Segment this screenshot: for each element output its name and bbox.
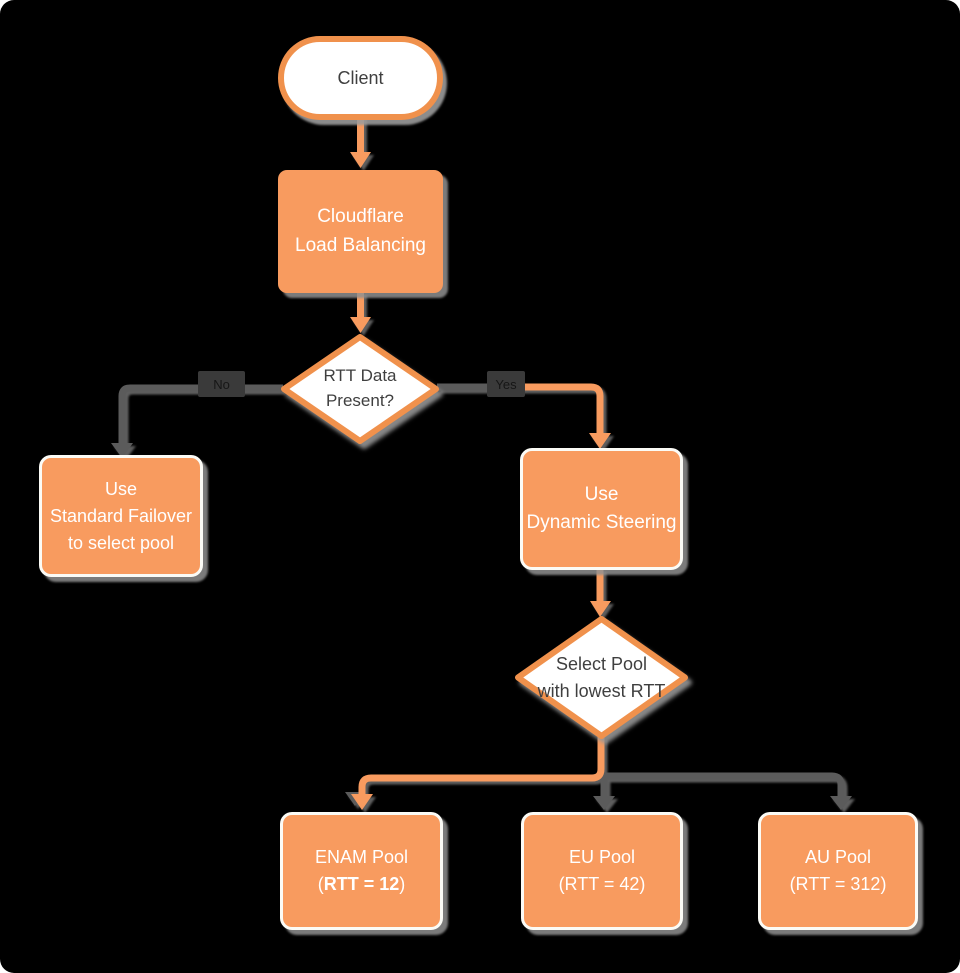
pool-decision-diamond-shape <box>515 616 688 739</box>
edge-label-yes: Yes <box>487 371 525 397</box>
edge-to-eu-pool <box>593 776 615 810</box>
node-client: Client <box>278 36 443 120</box>
enam-rtt-post: ) <box>399 874 406 894</box>
edge-yes-line <box>505 383 604 434</box>
arrowhead-enam-icon <box>351 794 373 810</box>
au-rtt-pre: (RTT = 312) <box>789 874 887 894</box>
edge-loadbalancer-to-rtt-decision <box>350 292 371 333</box>
edge-dynamic-to-pool-decision <box>590 569 611 617</box>
arrowhead-client-icon <box>350 152 371 168</box>
arrowhead-eu-icon <box>593 796 615 810</box>
rtt-decision-diamond-outline <box>281 334 439 444</box>
rtt-decision-diamond-shape <box>281 334 439 444</box>
edge-au-line <box>601 772 845 798</box>
standard-failover-label: Use Standard Failover to select pool <box>49 478 193 553</box>
edge-label-no: No <box>198 371 245 397</box>
edge-pool-decision-to-enam <box>351 737 605 810</box>
client-label: Client <box>337 67 384 88</box>
node-enam-pool: ENAM Pool (RTT = 12) <box>280 812 443 930</box>
rtt-decision-label: RTT Data Present? <box>323 366 397 410</box>
node-pool-decision: Select Pool with lowest RTT <box>514 615 689 740</box>
enam-rtt-value: RTT = 12 <box>323 874 400 894</box>
arrowhead-dynamic-icon <box>590 601 611 617</box>
edge-no-branch-line <box>118 384 283 445</box>
edge-no-branch <box>111 384 283 458</box>
arrowhead-no-branch-icon <box>111 443 133 458</box>
load-balancer-label: Cloudflare Load Balancing <box>295 206 426 256</box>
enam-pool-name: ENAM Pool <box>314 847 409 867</box>
enam-rtt-pre: ( <box>317 874 324 894</box>
eu-pool-rtt: (RTT = 42) <box>559 871 646 898</box>
edge-client-to-loadbalancer <box>350 114 371 168</box>
eu-pool-name: EU Pool <box>568 847 636 867</box>
node-eu-pool: EU Pool (RTT = 42) <box>521 812 683 930</box>
node-rtt-decision: RTT Data Present? <box>280 333 440 445</box>
enam-pool-rtt: (RTT = 12) <box>315 871 408 898</box>
edge-yes-branch <box>505 383 611 449</box>
au-pool-rtt: (RTT = 312) <box>790 871 887 898</box>
edge-enam-line <box>358 737 605 796</box>
pool-decision-label: Select Pool with lowest RTT <box>537 654 666 701</box>
dynamic-steering-label: Use Dynamic Steering <box>526 483 677 534</box>
arrowhead-lb-icon <box>350 317 371 333</box>
eu-rtt-pre: (RTT = 42) <box>558 874 646 894</box>
au-pool-name: AU Pool <box>804 847 872 867</box>
edge-to-au-pool <box>601 772 852 810</box>
arrowhead-au-icon <box>830 796 852 810</box>
arrowhead-yes-icon <box>589 433 611 449</box>
node-dynamic-steering: Use Dynamic Steering <box>520 448 683 570</box>
node-au-pool: AU Pool (RTT = 312) <box>758 812 918 930</box>
pool-decision-diamond-outline <box>515 616 688 739</box>
node-load-balancer: Cloudflare Load Balancing <box>278 170 443 293</box>
node-standard-failover: Use Standard Failover to select pool <box>39 455 203 577</box>
